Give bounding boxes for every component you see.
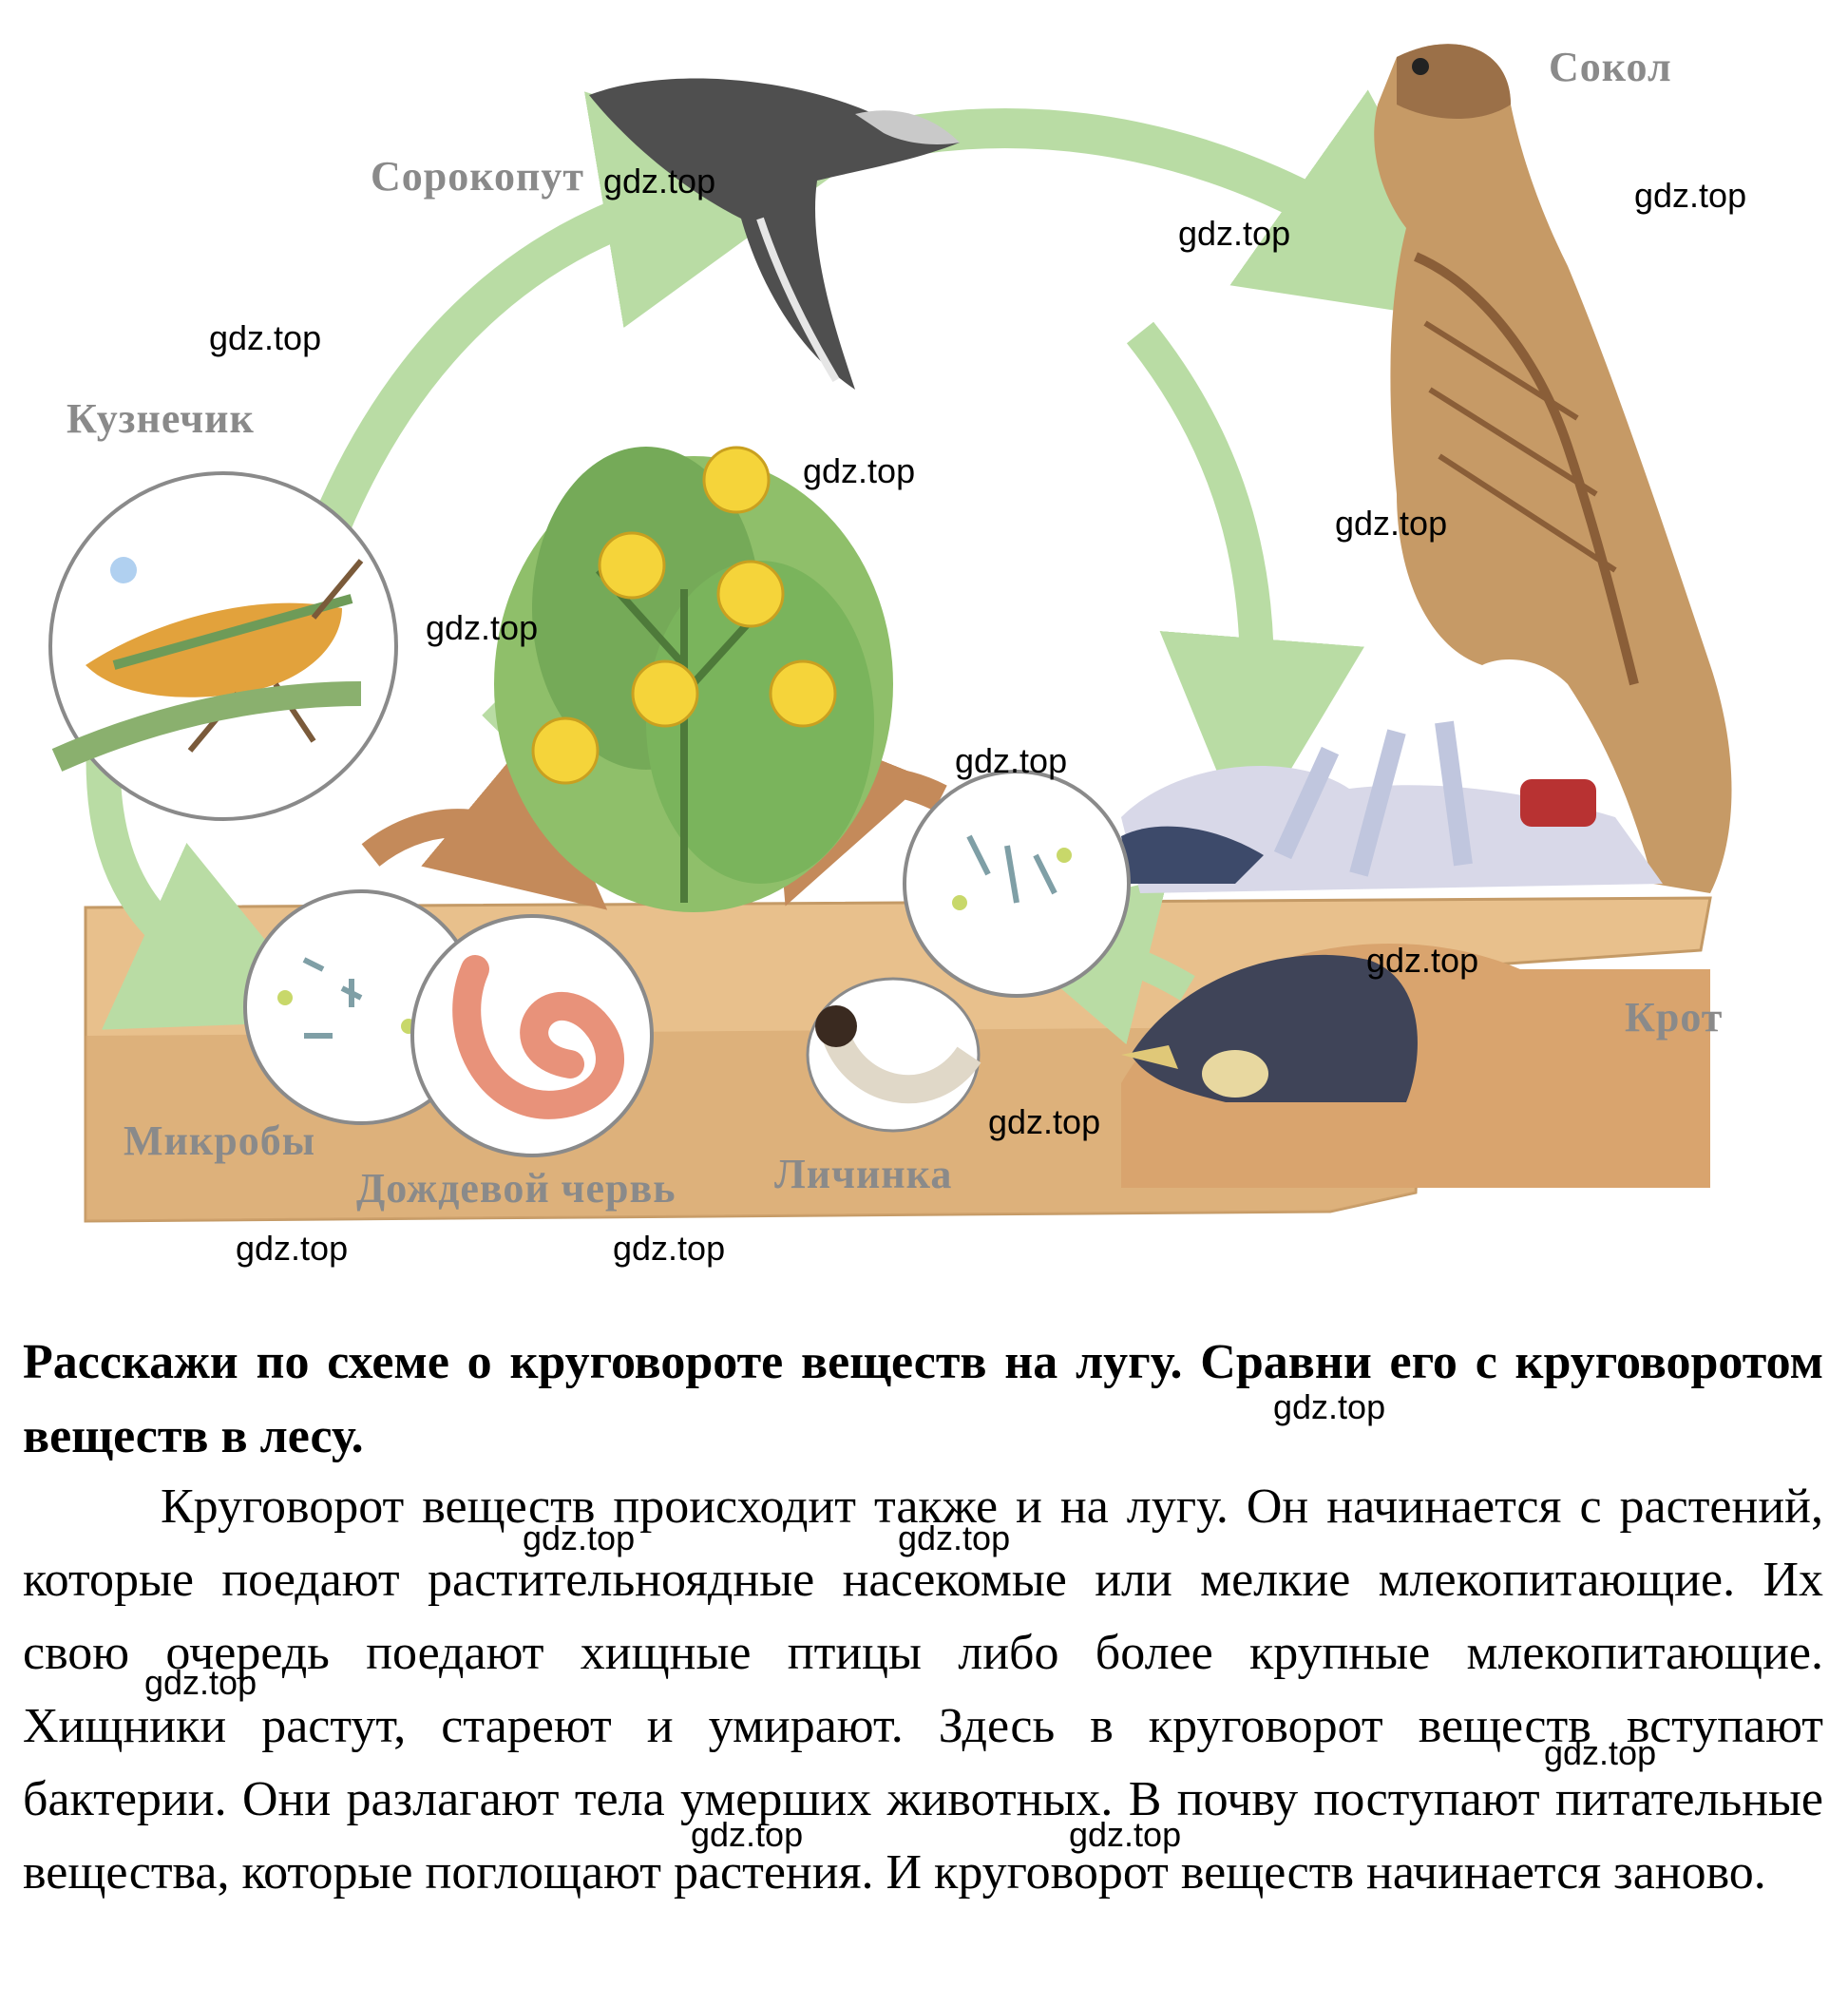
watermark: gdz.top bbox=[613, 1229, 726, 1268]
watermark: gdz.top bbox=[144, 1663, 257, 1702]
prey-under-falcon bbox=[1121, 720, 1663, 893]
food-cycle-diagram: Сорокопут Сокол Кузнечик Крот Микробы До… bbox=[48, 44, 1747, 1268]
watermark: gdz.top bbox=[236, 1229, 349, 1268]
mole bbox=[1121, 954, 1418, 1102]
watermark: gdz.top bbox=[691, 1815, 804, 1854]
watermark: gdz.top bbox=[209, 318, 322, 357]
falcon-label: Сокол bbox=[1549, 44, 1672, 90]
earthworm-circle bbox=[410, 914, 654, 1157]
larva bbox=[806, 977, 981, 1133]
watermark: gdz.top bbox=[1366, 941, 1479, 980]
falcon-bird bbox=[1374, 44, 1732, 894]
watermark: gdz.top bbox=[803, 451, 916, 490]
earthworm-label: Дождевой червь bbox=[356, 1165, 676, 1212]
watermark: gdz.top bbox=[1178, 214, 1291, 253]
decomposer-circle bbox=[903, 770, 1131, 998]
question-text: Расскажи по схеме о круговороте веществ … bbox=[23, 1335, 1823, 1463]
answer-text: Круговорот веществ происходит также и на… bbox=[23, 1480, 1823, 1900]
watermark: gdz.top bbox=[1544, 1733, 1657, 1772]
grasshopper-circle bbox=[48, 471, 398, 821]
arrow-soil-to-plant-left bbox=[361, 735, 608, 910]
watermark: gdz.top bbox=[523, 1518, 636, 1557]
watermark: gdz.top bbox=[898, 1518, 1011, 1557]
microbes-label: Микробы bbox=[124, 1117, 316, 1164]
watermark: gdz.top bbox=[1335, 504, 1448, 543]
watermark: gdz.top bbox=[988, 1102, 1101, 1141]
arrow-falcon-down bbox=[1126, 321, 1364, 844]
shrike-bird bbox=[589, 78, 960, 390]
watermark: gdz.top bbox=[1069, 1815, 1182, 1854]
flowering-plant bbox=[494, 446, 893, 912]
watermark: gdz.top bbox=[1273, 1387, 1386, 1426]
watermark: gdz.top bbox=[955, 741, 1068, 780]
diagram-illustration bbox=[48, 44, 1732, 1223]
arrow-grasshopper-to-shrike bbox=[295, 91, 841, 578]
watermark: gdz.top bbox=[1634, 176, 1747, 215]
grasshopper-label: Кузнечик bbox=[67, 395, 255, 442]
watermark: gdz.top bbox=[426, 608, 539, 647]
larva-label: Личинка bbox=[774, 1151, 953, 1197]
arrow-shrike-to-falcon bbox=[869, 89, 1495, 326]
mole-label: Крот bbox=[1625, 994, 1724, 1041]
watermark: gdz.top bbox=[603, 162, 716, 200]
shrike-label: Сорокопут bbox=[371, 153, 584, 200]
